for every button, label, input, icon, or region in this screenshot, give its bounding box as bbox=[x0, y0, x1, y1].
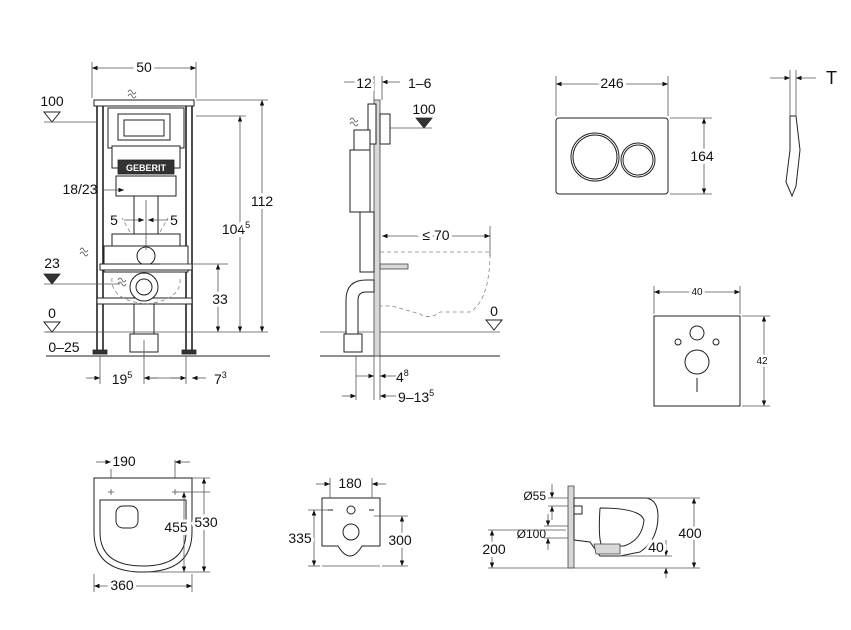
front-height-104-sup: 5 bbox=[245, 220, 250, 230]
side-view: 12 1–6 100 ≤ 70 0 48 9–135 bbox=[320, 72, 504, 405]
toilet-top-outline bbox=[93, 477, 193, 573]
front-level-23-marker bbox=[43, 273, 61, 285]
front-water-supply-symbol bbox=[127, 89, 137, 99]
front-level-100-label: 100 bbox=[40, 93, 64, 109]
toilet-top-mount-label: 190 bbox=[112, 453, 136, 469]
toilet-side-view: Ø55 Ø100 200 40 400 bbox=[479, 484, 705, 578]
toilet-back-335-label: 335 bbox=[288, 530, 312, 546]
toilet-side-wall bbox=[567, 485, 575, 569]
side-depth-12-label: 12 bbox=[356, 75, 372, 91]
side-d4-label: 4 bbox=[396, 369, 404, 385]
svg-text:195: 195 bbox=[112, 370, 133, 387]
toilet-back-300-label: 300 bbox=[388, 532, 412, 548]
front-height-104-label: 104 bbox=[222, 221, 246, 237]
front-offset-left-label: 5 bbox=[110, 212, 118, 228]
side-d4-sup: 8 bbox=[404, 368, 409, 378]
side-projection-label: ≤ 70 bbox=[422, 227, 449, 243]
toilet-top-width-label: 360 bbox=[110, 577, 134, 593]
front-top-rail bbox=[93, 99, 195, 107]
side-level-0-marker bbox=[484, 319, 504, 331]
side-level-0-label: 0 bbox=[490, 303, 498, 319]
front-brand-label: GEBERIT bbox=[126, 163, 167, 173]
front-height-33-label: 33 bbox=[212, 291, 228, 307]
toilet-back-outlet bbox=[342, 523, 360, 541]
front-left-foot bbox=[92, 349, 108, 355]
sound-pad-height-label: 42 bbox=[756, 356, 768, 367]
side-cistern bbox=[349, 149, 371, 213]
front-spacing-7-sup: 3 bbox=[222, 370, 227, 380]
sound-pad-width-label: 40 bbox=[691, 287, 703, 298]
front-view: GEBERIT 50 100 18/23 5 bbox=[40, 56, 276, 387]
front-spacing-7-label: 7 bbox=[214, 371, 222, 387]
sound-pad-view: 40 42 bbox=[653, 285, 770, 407]
svg-text:9–135: 9–135 bbox=[398, 388, 434, 405]
toilet-side-400-label: 400 bbox=[678, 525, 702, 541]
flush-plate-side-profile bbox=[785, 115, 801, 198]
front-width-label: 50 bbox=[136, 59, 152, 75]
front-height-112-label: 112 bbox=[251, 193, 274, 209]
front-level-0-label: 0 bbox=[48, 305, 56, 321]
front-right-foot bbox=[181, 349, 197, 355]
svg-text:73: 73 bbox=[214, 370, 227, 387]
front-offset-right-label: 5 bbox=[170, 212, 178, 228]
front-level-23-label: 23 bbox=[44, 255, 60, 271]
front-level-100-marker bbox=[42, 111, 62, 123]
svg-text:1045: 1045 bbox=[222, 220, 250, 237]
toilet-back-view: 180 335 300 bbox=[285, 472, 415, 567]
side-actuator-housing bbox=[379, 113, 391, 145]
toilet-back-mount-label: 180 bbox=[338, 475, 362, 491]
toilet-top-view: 190 455 530 360 bbox=[93, 450, 221, 596]
sound-pad-inlet-hole bbox=[689, 325, 705, 341]
toilet-side-200-label: 200 bbox=[482, 541, 506, 557]
toilet-top-455-label: 455 bbox=[164, 519, 188, 535]
side-toilet-outline bbox=[380, 251, 491, 317]
toilet-side-outlet-label: Ø100 bbox=[517, 527, 547, 541]
toilet-top-530-label: 530 bbox=[194, 514, 218, 530]
flush-plate-thickness-label: T bbox=[826, 68, 837, 88]
side-d9-13-sup: 5 bbox=[429, 388, 434, 398]
front-brand-plate bbox=[117, 159, 175, 175]
toilet-side-water bbox=[593, 543, 621, 555]
side-depth-1-6-label: 1–6 bbox=[408, 75, 432, 91]
sound-pad-outlet-hole bbox=[684, 349, 710, 375]
side-d9-13-label: 9–13 bbox=[398, 389, 429, 405]
side-level-100-label: 100 bbox=[412, 101, 436, 117]
side-level-100-marker bbox=[415, 117, 433, 129]
front-waste-pipe bbox=[133, 303, 155, 335]
front-level-0-marker bbox=[42, 321, 62, 333]
side-bracket bbox=[379, 263, 409, 270]
toilet-side-outline bbox=[573, 497, 659, 557]
toilet-side-inlet-label: Ø55 bbox=[523, 489, 546, 503]
side-waste-elbow bbox=[345, 279, 375, 335]
toilet-side-40-label: 40 bbox=[648, 539, 664, 555]
front-spacing-19-sup: 5 bbox=[127, 370, 132, 380]
toilet-top-bowl-opening bbox=[115, 505, 139, 529]
front-range-label: 0–25 bbox=[48, 339, 79, 355]
svg-text:48: 48 bbox=[396, 368, 409, 385]
front-spacing-19-label: 19 bbox=[112, 371, 128, 387]
flush-plate-view: 246 164 T bbox=[555, 68, 837, 198]
front-pipe-range-label: 18/23 bbox=[62, 181, 97, 197]
flush-plate-width-label: 246 bbox=[600, 75, 624, 91]
flush-plate-height-label: 164 bbox=[690, 148, 714, 164]
